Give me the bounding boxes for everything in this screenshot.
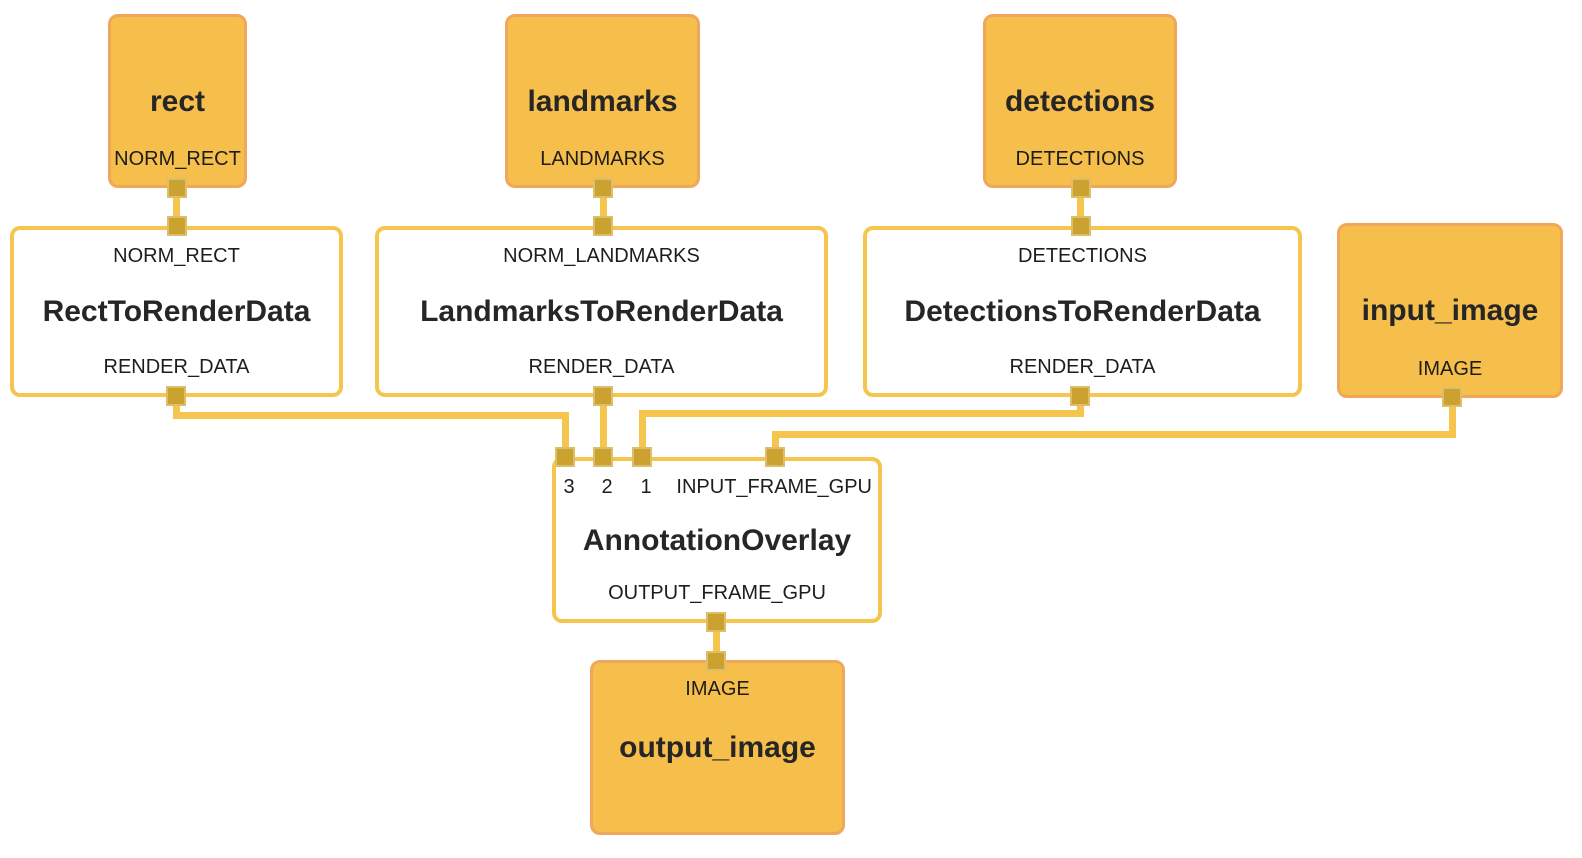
output-stream-label: LANDMARKS bbox=[540, 148, 665, 170]
port-square bbox=[167, 216, 187, 236]
port-square bbox=[1071, 178, 1091, 198]
port-square bbox=[593, 216, 613, 236]
wire-segment bbox=[1077, 186, 1084, 228]
port-square bbox=[167, 178, 187, 198]
node-title: output_image bbox=[619, 731, 816, 764]
wire-segment bbox=[1449, 396, 1456, 438]
port-square bbox=[706, 651, 726, 671]
wire-segment bbox=[713, 621, 720, 665]
wire-segment bbox=[772, 431, 779, 460]
port-square bbox=[593, 447, 613, 467]
input-stream-label: NORM_LANDMARKS bbox=[503, 245, 700, 267]
wire-segment bbox=[639, 410, 646, 460]
port-square bbox=[765, 447, 785, 467]
wire-segment bbox=[1077, 395, 1084, 417]
node-title: LandmarksToRenderData bbox=[420, 295, 783, 328]
input-port-label-2: 2 bbox=[601, 476, 613, 498]
node-title: AnnotationOverlay bbox=[582, 523, 852, 557]
node-input-image[interactable]: input_image IMAGE bbox=[1337, 223, 1563, 398]
node-title: detections bbox=[1004, 84, 1156, 118]
wire-segment bbox=[639, 410, 1084, 417]
port-square bbox=[593, 178, 613, 198]
wire-segment bbox=[600, 395, 607, 460]
node-detections-to-render-data[interactable]: DETECTIONS DetectionsToRenderData RENDER… bbox=[863, 226, 1302, 397]
input-port-label-1: 1 bbox=[640, 476, 652, 498]
node-annotation-overlay[interactable]: 3 2 1 INPUT_FRAME_GPU AnnotationOverlay … bbox=[552, 457, 882, 623]
output-stream-label: OUTPUT_FRAME_GPU bbox=[608, 582, 826, 604]
output-stream-label: NORM_RECT bbox=[114, 148, 241, 170]
wire-segment bbox=[173, 186, 180, 228]
node-title: landmarks bbox=[527, 84, 678, 118]
wire-segment bbox=[562, 412, 569, 460]
port-square bbox=[706, 612, 726, 632]
node-title: DetectionsToRenderData bbox=[904, 295, 1261, 328]
wire-segment bbox=[173, 412, 569, 419]
node-landmarks-to-render-data[interactable]: NORM_LANDMARKS LandmarksToRenderData REN… bbox=[375, 226, 828, 397]
node-output-image[interactable]: IMAGE output_image bbox=[590, 660, 845, 835]
input-stream-label: NORM_RECT bbox=[113, 245, 240, 267]
input-stream-label: IMAGE bbox=[685, 678, 750, 700]
port-square bbox=[555, 447, 575, 467]
output-stream-label: RENDER_DATA bbox=[103, 356, 250, 378]
node-rect-to-render-data[interactable]: NORM_RECT RectToRenderData RENDER_DATA bbox=[10, 226, 343, 397]
output-stream-label: DETECTIONS bbox=[1015, 148, 1145, 170]
node-detections[interactable]: detections DETECTIONS bbox=[983, 14, 1177, 188]
port-square bbox=[1442, 387, 1462, 407]
wire-segment bbox=[772, 431, 1456, 438]
node-title: rect bbox=[149, 84, 206, 118]
port-square bbox=[593, 386, 613, 406]
input-stream-label: DETECTIONS bbox=[1018, 245, 1147, 267]
node-landmarks[interactable]: landmarks LANDMARKS bbox=[505, 14, 700, 188]
output-stream-label: RENDER_DATA bbox=[1009, 356, 1156, 378]
port-square bbox=[632, 447, 652, 467]
output-stream-label: IMAGE bbox=[1417, 358, 1483, 380]
input-port-label-3: 3 bbox=[563, 476, 575, 498]
port-square bbox=[1071, 216, 1091, 236]
port-square bbox=[1070, 386, 1090, 406]
output-stream-label: RENDER_DATA bbox=[528, 356, 675, 378]
port-square bbox=[166, 386, 186, 406]
wire-segment bbox=[600, 186, 607, 228]
node-title: RectToRenderData bbox=[42, 295, 311, 328]
node-rect[interactable]: rect NORM_RECT bbox=[108, 14, 247, 188]
input-port-label-frame: INPUT_FRAME_GPU bbox=[676, 476, 872, 498]
node-title: input_image bbox=[1361, 294, 1539, 327]
wire-segment bbox=[173, 395, 180, 419]
